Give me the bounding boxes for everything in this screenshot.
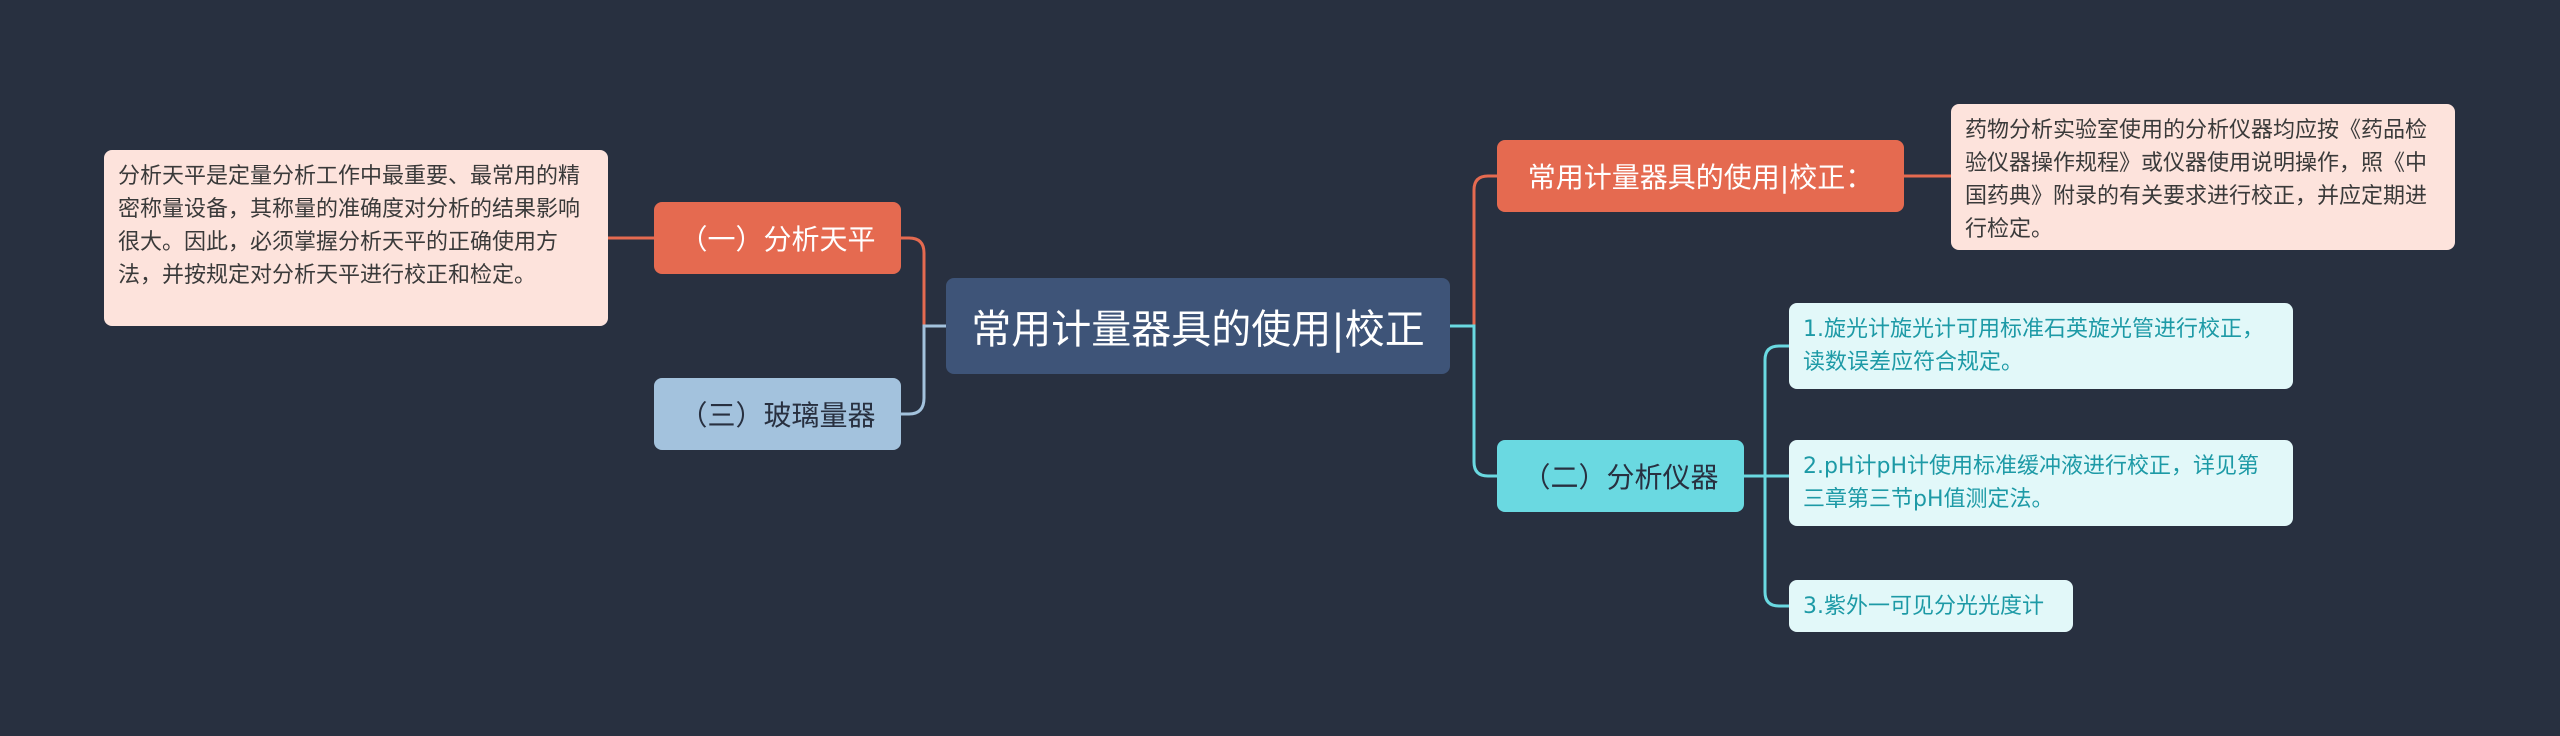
link-root-usage [1450, 174, 1497, 328]
topic-usage-calibration[interactable]: 常用计量器具的使用|校正： [1497, 140, 1904, 212]
item-uv-vis-spectrophotometer-text: 3.紫外一可见分光光度计 [1803, 593, 2044, 619]
note-usage-calibration[interactable]: 药物分析实验室使用的分析仪器均应按《药品检验仪器操作规程》或仪器使用说明操作，照… [1951, 104, 2455, 250]
root-topic[interactable]: 常用计量器具的使用|校正 [946, 278, 1450, 374]
topic-analytical-instruments-label: （二）分析仪器 [1522, 461, 1719, 494]
note-usage-calibration-text: 药物分析实验室使用的分析仪器均应按《药品检验仪器操作规程》或仪器使用说明操作，照… [1965, 118, 2428, 242]
topic-analytical-balance-label: （一）分析天平 [679, 223, 876, 256]
topic-analytical-balance[interactable]: （一）分析天平 [654, 202, 901, 274]
topic-glassware[interactable]: （三）玻璃量器 [654, 378, 901, 450]
item-polarimeter-text: 1.旋光计旋光计可用标准石英旋光管进行校正，读数误差应符合规定。 [1803, 317, 2264, 375]
topic-glassware-label: （三）玻璃量器 [679, 399, 876, 432]
item-ph-meter-text: 2.pH计pH计使用标准缓冲液进行校正，详见第三章第三节pH值测定法。 [1803, 454, 2260, 512]
link-root-balance [901, 236, 946, 328]
root-topic-label: 常用计量器具的使用|校正 [971, 307, 1425, 353]
item-polarimeter[interactable]: 1.旋光计旋光计可用标准石英旋光管进行校正，读数误差应符合规定。 [1789, 303, 2293, 389]
topic-usage-calibration-label: 常用计量器具的使用|校正： [1527, 161, 1874, 194]
link-root-instruments [1450, 324, 1497, 478]
link-instruments-item3 [1744, 474, 1789, 608]
link-instruments-item1 [1744, 344, 1789, 478]
note-analytical-balance-text: 分析天平是定量分析工作中最重要、最常用的精密称量设备，其称量的准确度对分析的结果… [118, 164, 581, 288]
topic-analytical-instruments[interactable]: （二）分析仪器 [1497, 440, 1744, 512]
link-root-glassware [901, 324, 946, 416]
note-analytical-balance[interactable]: 分析天平是定量分析工作中最重要、最常用的精密称量设备，其称量的准确度对分析的结果… [104, 150, 608, 326]
item-uv-vis-spectrophotometer[interactable]: 3.紫外一可见分光光度计 [1789, 580, 2073, 632]
item-ph-meter[interactable]: 2.pH计pH计使用标准缓冲液进行校正，详见第三章第三节pH值测定法。 [1789, 440, 2293, 526]
